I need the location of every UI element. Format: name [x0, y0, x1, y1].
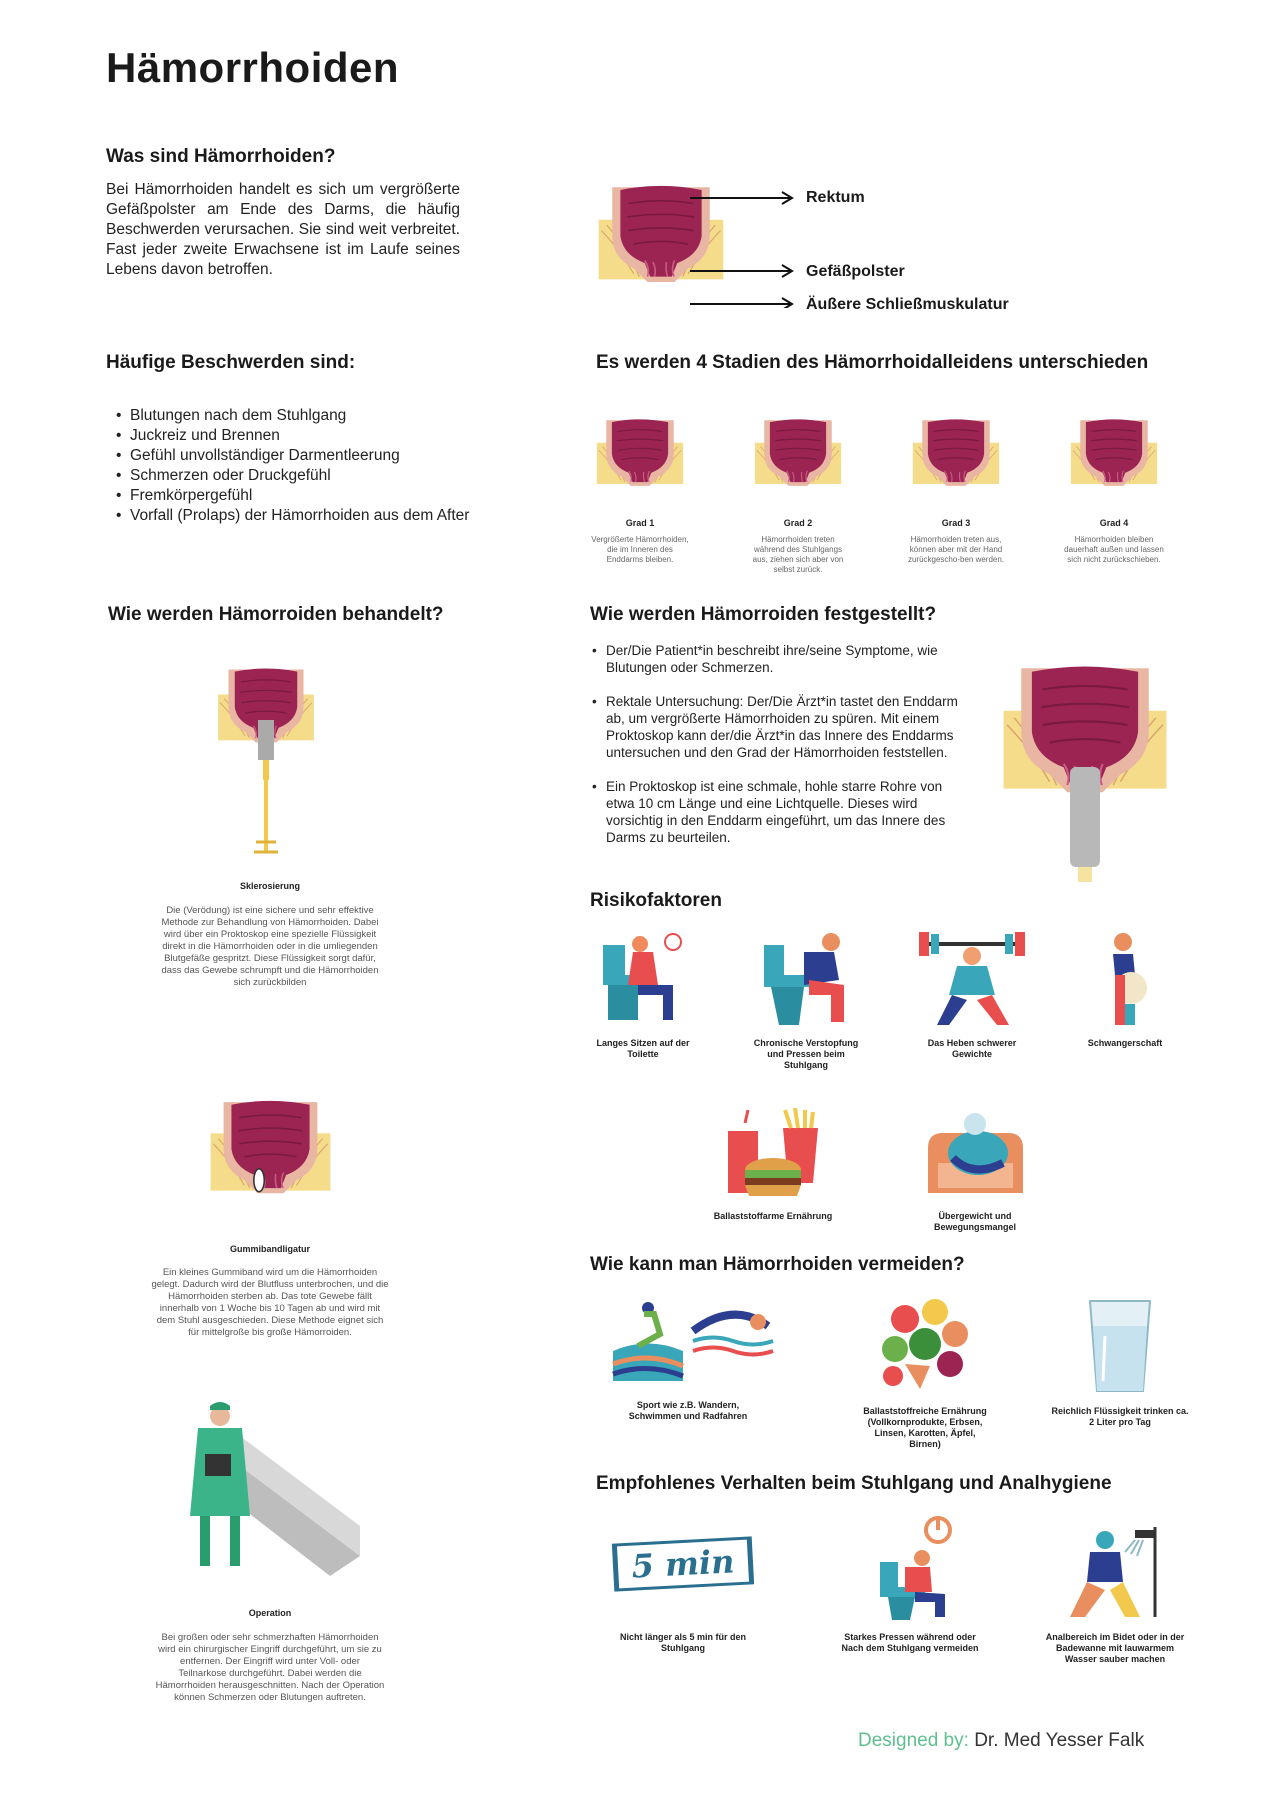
stages-heading: Es werden 4 Stadien des Hämorrhoidalleid…	[596, 352, 1149, 373]
operation-label: Operation	[248, 1608, 292, 1618]
operation-illustration	[180, 1396, 380, 1596]
diagnosis-list: Der/Die Patient*in beschreibt ihre/seine…	[590, 642, 960, 846]
prevention-label: Sport wie z.B. Wandern, Schwimmen und Ra…	[628, 1400, 748, 1421]
toilet-sitting-icon	[603, 933, 682, 1020]
timer-icon: 5 min	[611, 1536, 755, 1592]
risk-heading: Risikofaktoren	[590, 890, 722, 911]
proctoscope-illustration	[1000, 622, 1170, 882]
stage-label: Grad 1	[625, 518, 655, 528]
risk-item: Übergewicht und Bewegungsmangel	[910, 1108, 1040, 1233]
complaints-list: Blutungen nach dem Stuhlgang Juckreiz un…	[114, 406, 554, 526]
behaviour-label: Analbereich im Bidet oder in der Badewan…	[1045, 1632, 1185, 1664]
behaviour-label: Starkes Pressen während oder Nach dem St…	[841, 1632, 979, 1653]
anatomy-arrows	[690, 191, 794, 308]
pregnancy-icon	[1113, 933, 1147, 1025]
ligation-text: Ein kleines Gummiband wird um die Hämorr…	[151, 1267, 389, 1338]
list-item: Der/Die Patient*in beschreibt ihre/seine…	[590, 642, 960, 676]
ligation-label: Gummibandligatur	[229, 1244, 310, 1254]
stage-text: Hämorrhoiden bleiben dauerhaft außen und…	[1064, 535, 1164, 564]
stage-2: Grad 2 Hämorrhoiden treten während des S…	[748, 394, 848, 575]
risk-label: Das Heben schwerer Gewichte	[927, 1038, 1017, 1059]
risk-item: Schwangerschaft	[1070, 930, 1180, 1049]
sofa-icon	[927, 1113, 1023, 1193]
stage-text: Hämorrhoiden treten während des Stuhlgan…	[752, 535, 844, 574]
risk-label: Übergewicht und Bewegungsmangel	[933, 1211, 1016, 1232]
stage-text: Vergrößerte Hämorrhoiden, die im Inneren…	[591, 535, 689, 564]
treatment-heading: Wie werden Hämorroiden behandelt?	[108, 604, 444, 625]
weightlifting-icon	[919, 932, 1025, 1025]
list-item: Ein Proktoskop ist eine schmale, hohle s…	[590, 778, 960, 846]
list-item: Vorfall (Prolaps) der Hämorrhoiden aus d…	[114, 506, 554, 526]
diagnosis-heading: Wie werden Hämorroiden festgestellt?	[590, 604, 937, 625]
stage-label: Grad 2	[783, 518, 813, 528]
list-item: Fremkörpergefühl	[114, 486, 554, 506]
prevention-item: Reichlich Flüssigkeit trinken ca. 2 Lite…	[1050, 1296, 1190, 1428]
no-straining-icon	[880, 1516, 952, 1620]
credit-prefix: Designed by:	[858, 1730, 969, 1751]
risk-item: Chronische Verstopfung und Pressen beim …	[746, 930, 866, 1071]
stage-4: Grad 4 Hämorrhoiden bleiben dauerhaft au…	[1064, 394, 1164, 565]
stage-text: Hämorrhoiden treten aus, können aber mit…	[907, 535, 1005, 564]
label-gefaesspolster: Gefäßpolster	[806, 263, 905, 280]
straining-icon	[763, 933, 844, 1025]
sclerotherapy-text: Die (Verödung) ist eine sichere und sehr…	[161, 905, 379, 988]
behaviour-item: 5 min Nicht länger als 5 min für den Stu…	[608, 1526, 758, 1654]
list-item: Blutungen nach dem Stuhlgang	[114, 406, 554, 426]
shower-icon	[1070, 1527, 1157, 1617]
complaints-heading: Häufige Beschwerden sind:	[106, 352, 356, 373]
page-title: Hämorrhoiden	[106, 44, 400, 91]
designer-credit: Designed by: Dr. Med Yesser Falk	[858, 1730, 1144, 1752]
prevention-heading: Wie kann man Hämorrhoiden vermeiden?	[590, 1254, 965, 1275]
label-rektum: Rektum	[806, 189, 865, 206]
stage-label: Grad 4	[1099, 518, 1129, 528]
sclerotherapy-label: Sklerosierung	[239, 881, 301, 891]
risk-label: Langes Sitzen auf der Toilette	[596, 1038, 690, 1059]
behaviour-item: Analbereich im Bidet oder in der Badewan…	[1040, 1522, 1190, 1665]
prevention-label: Ballaststoffreiche Ernährung (Vollkornpr…	[863, 1406, 987, 1449]
sclerotherapy-illustration	[216, 642, 316, 872]
list-item: Juckreiz und Brennen	[114, 426, 554, 446]
vegetables-icon	[882, 1299, 968, 1389]
behaviour-item: Starkes Pressen während oder Nach dem St…	[840, 1512, 980, 1654]
risk-item: Ballaststoffarme Ernährung	[708, 1108, 838, 1222]
sport-icon	[612, 1302, 774, 1381]
behaviour-label: Nicht länger als 5 min für den Stuhlgang	[619, 1632, 747, 1653]
operation-text: Bei großen oder sehr schmerzhaften Hämor…	[155, 1632, 385, 1703]
ligation-illustration	[208, 1064, 333, 1234]
fast-food-icon	[728, 1108, 818, 1196]
stage-1: Grad 1 Vergrößerte Hämorrhoiden, die im …	[590, 394, 690, 565]
stage-3: Grad 3 Hämorrhoiden treten aus, können a…	[906, 394, 1006, 565]
label-schliessmuskulatur: Äußere Schließmuskulatur	[806, 296, 1009, 313]
prevention-item: Ballaststoffreiche Ernährung (Vollkornpr…	[860, 1294, 990, 1450]
list-item: Rektale Untersuchung: Der/Die Ärzt*in ta…	[590, 693, 960, 761]
prevention-label: Reichlich Flüssigkeit trinken ca. 2 Lite…	[1051, 1406, 1189, 1427]
prevention-item: Sport wie z.B. Wandern, Schwimmen und Ra…	[608, 1296, 778, 1422]
risk-label: Chronische Verstopfung und Pressen beim …	[753, 1038, 859, 1070]
timer-text: 5 min	[630, 1542, 736, 1586]
list-item: Schmerzen oder Druckgefühl	[114, 466, 554, 486]
water-glass-icon	[1088, 1300, 1152, 1392]
behaviour-heading: Empfohlenes Verhalten beim Stuhlgang und…	[596, 1473, 1112, 1494]
risk-label: Schwangerschaft	[1087, 1038, 1163, 1048]
risk-item: Das Heben schwerer Gewichte	[912, 930, 1032, 1060]
risk-label: Ballaststoffarme Ernährung	[713, 1211, 833, 1221]
what-text: Bei Hämorrhoiden handelt es sich um verg…	[106, 181, 460, 278]
list-item: Gefühl unvollständiger Darmentleerung	[114, 446, 554, 466]
what-heading: Was sind Hämorrhoiden?	[106, 146, 336, 167]
credit-name: Dr. Med Yesser Falk	[974, 1730, 1145, 1751]
risk-item: Langes Sitzen auf der Toilette	[588, 930, 698, 1060]
stage-label: Grad 3	[941, 518, 971, 528]
stages-row: Grad 1 Vergrößerte Hämorrhoiden, die im …	[590, 394, 1230, 574]
